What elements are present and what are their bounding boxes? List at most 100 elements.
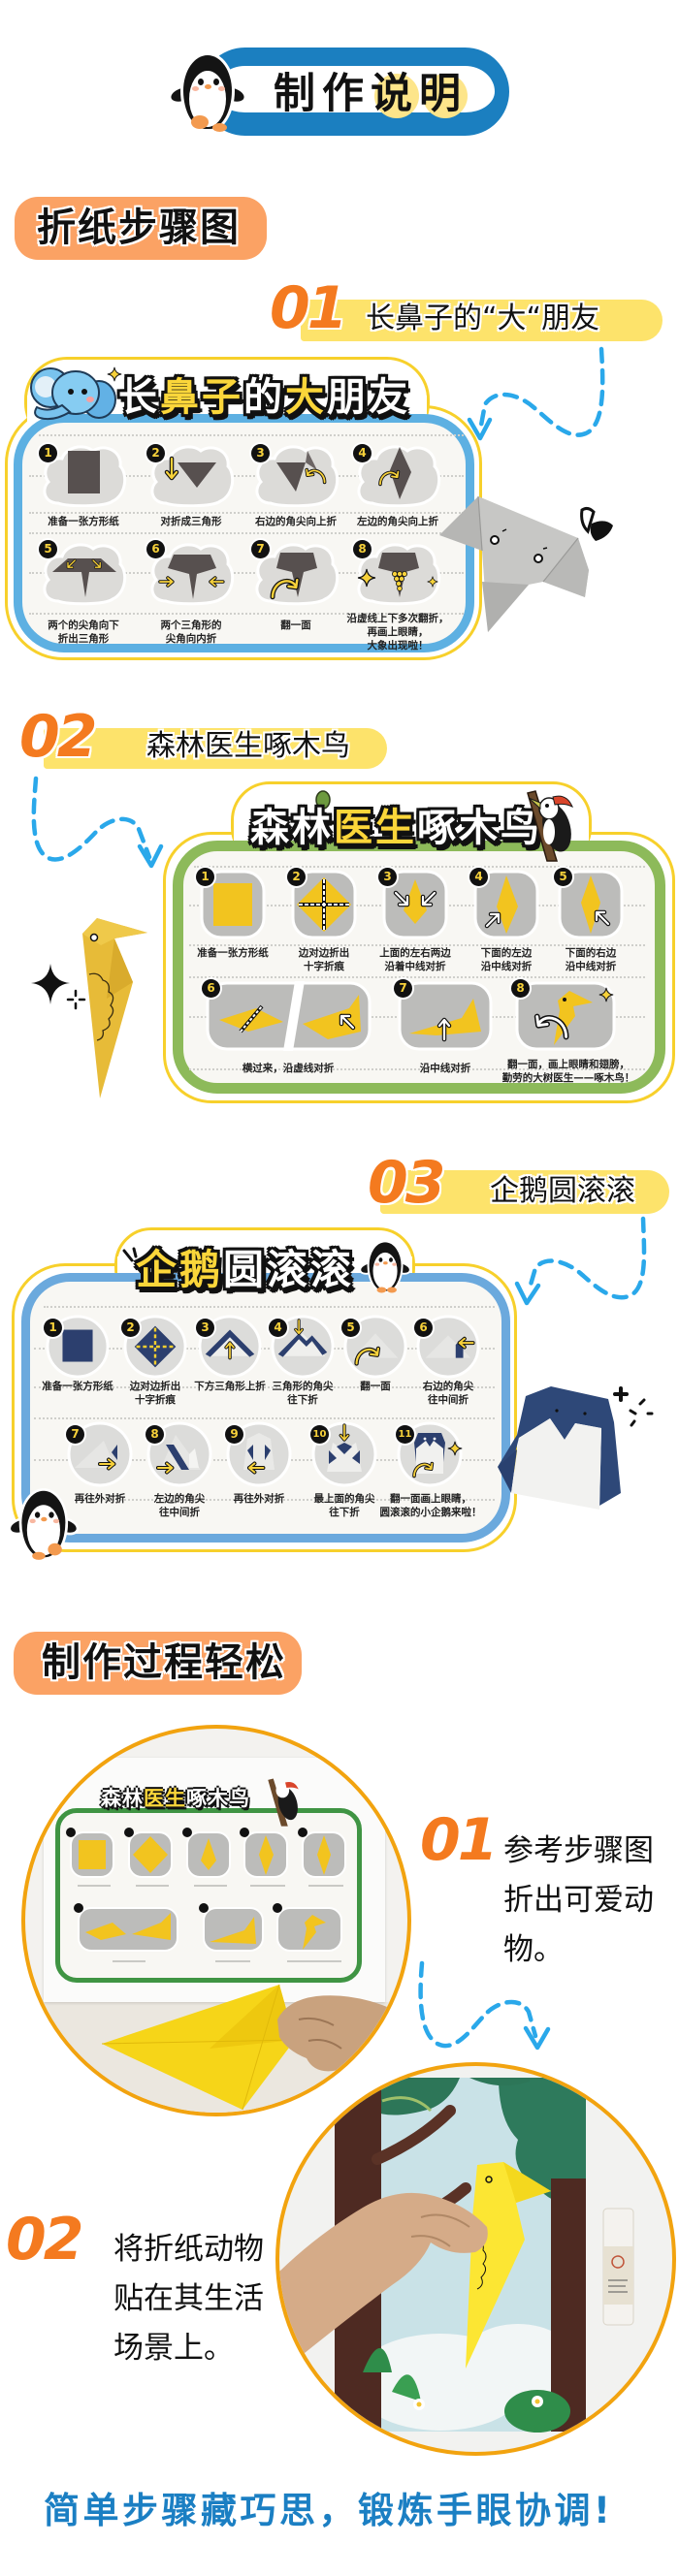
elephant-card-banner: 长鼻子的大朋友 [118,374,410,421]
dotted-guide [29,613,464,615]
page-title-part: 明 [419,70,468,118]
step-number-badge: 6 [202,979,220,998]
banner-text-highlight: 大 [285,375,327,420]
step-number-badge: 2 [287,868,306,886]
step-caption: 边对边折出 十字折痕 [129,1381,181,1406]
step-caption: 准备一张方形纸 [197,947,269,959]
step-image [146,1421,212,1487]
project-title: 森林医生啄木鸟 [146,729,350,763]
project-number: 01 [270,274,347,342]
dotted-guide [189,1068,645,1070]
step-number-badge: 7 [394,979,412,998]
step-number-badge: 5 [39,540,57,558]
banner-text-highlight: 医生 [144,1787,186,1810]
dotted-guide [29,532,464,534]
step-image [200,870,266,939]
page-title-part: 制作 [274,70,371,118]
step-image [123,1315,187,1379]
penguin-icon [359,1241,411,1294]
step-caption: 沿虚线上下多次翻折， 再画上眼睛， 大象出现啦！ [346,613,449,652]
step-caption: 最上面的角尖 往下折 [313,1493,375,1518]
woodpecker-icon [527,790,573,862]
step-number-badge: 2 [146,444,165,462]
banner-text-highlight: 医生 [334,806,417,850]
project-title-bar [44,728,387,769]
step-image [558,870,624,939]
step-caption: 左边的角尖 往中间折 [153,1493,206,1518]
dotted-guide [189,976,645,978]
step-image [150,543,235,606]
dotted-guide [39,434,464,436]
step-image [67,1421,133,1487]
step-caption: 再往外对折 [233,1493,285,1505]
process-step-number: 02 [6,2206,83,2274]
step-image [150,445,235,507]
section-label-process [14,1632,302,1695]
step-image [515,981,616,1051]
step-caption: 右边的角尖向上折 [255,516,337,527]
leaf-icon [315,790,331,810]
section-label-process-text: 制作过程轻松 [42,1640,286,1685]
step-image [416,1315,480,1379]
step-number-badge: 8 [353,540,372,558]
step-caption: 准备一张方形纸 [42,1381,113,1392]
page-title: 制作说明 [274,71,468,117]
step-caption: 下面的右边 沿中线对折 [565,947,617,972]
step-caption: 下方三角形上折 [194,1381,266,1392]
dotted-guide [34,1386,495,1388]
step-caption: 三角形的角尖 往下折 [272,1381,334,1406]
project-number: 03 [368,1149,445,1217]
elephant-icon [30,366,122,421]
dotted-guide [34,1417,495,1419]
step-image [357,543,441,606]
banner-text: 圆滚滚 [223,1246,355,1293]
step-number-badge: 4 [269,1319,287,1337]
step-image [473,870,539,939]
photo-folding-with-guide: 森林医生啄木鸟 [21,1725,411,2116]
step-number-badge: 4 [469,868,488,886]
dotted-guide [189,944,645,946]
banner-text: 啄木鸟 [186,1787,250,1810]
elephant-origami-photo [439,495,613,632]
banner-text: 森林 [101,1787,144,1810]
step-caption: 两个三角形的 尖角向内折 [160,620,222,645]
step-number-badge: 1 [196,868,214,886]
photo-pasting-scene [275,2062,676,2456]
step-image [397,1421,463,1487]
step-caption: 对折成三角形 [160,516,222,527]
banner-text: 长 [118,375,160,420]
project-title-bar [301,300,663,341]
step-image [255,543,340,606]
dotted-guide [194,866,645,868]
step-number-badge: 10 [310,1425,329,1444]
penguin-origami-photo [498,1386,654,1510]
step-number-badge: 3 [251,444,270,462]
page-title-part: 说 [371,70,419,118]
banner-text: 朋友 [327,375,410,420]
step-number-badge: 7 [66,1425,84,1444]
step-image [43,543,127,606]
step-number-badge: 2 [121,1319,140,1337]
project-number: 02 [19,703,97,771]
step-caption: 上面的左右两边 沿着中线对折 [379,947,451,972]
step-number-badge: 1 [44,1319,62,1337]
step-number-badge: 3 [196,1319,214,1337]
slogan: 简单步骤藏巧思，锻炼手眼协调! [44,2490,614,2531]
step-image [43,445,127,507]
step-image [46,1315,110,1379]
step-number-badge: 9 [225,1425,243,1444]
step-caption: 右边的角尖 往中间折 [422,1381,474,1406]
mini-woodpecker-icon [268,1778,299,1827]
penguin-mascot-icon [168,53,246,135]
step-caption: 翻一面 [280,620,311,631]
step-caption: 左边的角尖向上折 [357,516,438,527]
step-image [343,1315,407,1379]
step-image [382,870,448,939]
step-number-badge: 1 [39,444,57,462]
step-caption: 两个的尖角向下 折出三角形 [48,620,119,645]
step-caption: 下面的左边 沿中线对折 [480,947,533,972]
step-number-badge: 8 [146,1425,164,1444]
penguin-mascot-icon [8,1489,79,1563]
process-step-text: 将折纸动物 贴在其生活 场景上。 [113,2232,264,2366]
